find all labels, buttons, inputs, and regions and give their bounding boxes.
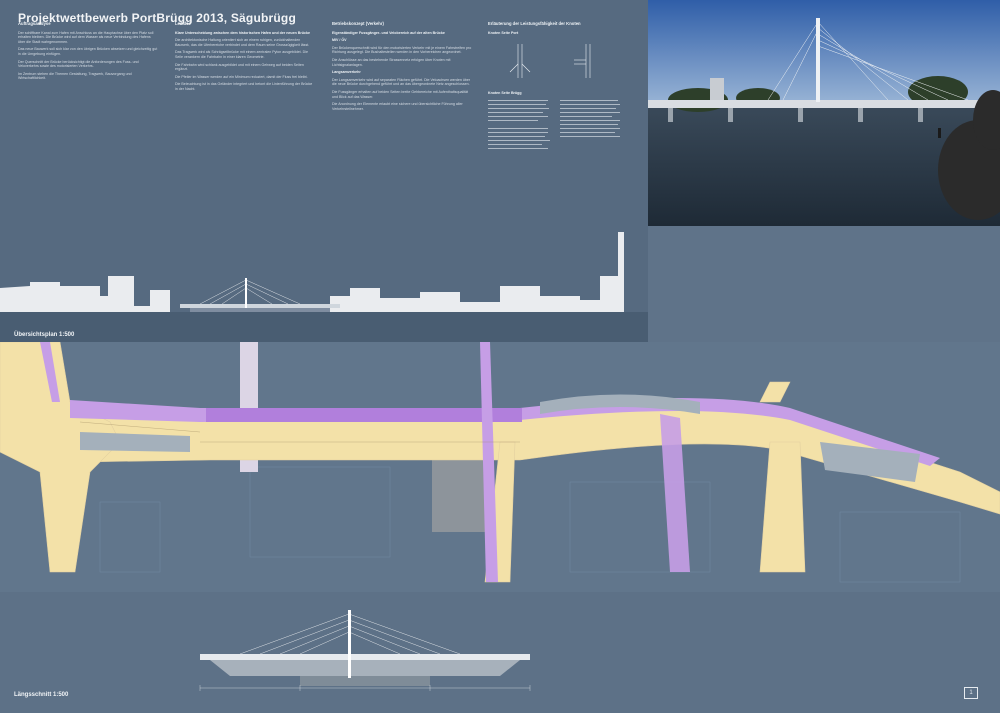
poster-title: Projektwettbewerb PortBrügg 2013, Sägubr…: [18, 11, 296, 25]
column-paragraph: Knoten Seite Brügg: [488, 90, 522, 95]
elevation-view: Übersichtsplan 1:500: [0, 226, 648, 342]
column-heading: Auftragsanalyse: [18, 21, 51, 26]
column-subheading: Klare Unterscheidung zwischen dem histor…: [175, 30, 310, 35]
column-paragraph: Der Brückenquerschnitt wird für den moto…: [332, 45, 472, 55]
longitudinal-section: Längsschnitt 1:500: [0, 592, 1000, 708]
road-left-approach: [0, 341, 121, 573]
column-betriebskonzept: Betriebskonzept (Verkehr) Eigenständiger…: [332, 21, 472, 114]
laengsschnitt-label: Längsschnitt 1:500: [14, 692, 69, 698]
page-number: 1: [964, 687, 978, 699]
road-right-top: [759, 381, 791, 403]
column-paragraph: Die Fahrbahn wird schlank ausgebildet un…: [175, 62, 304, 72]
column-paragraph: Das neue Bauwerk soll sich klar von den …: [18, 47, 158, 56]
column-paragraph: Der Querschnitt der Brücke berücksichtig…: [18, 59, 139, 69]
knoten-text-lines: [488, 100, 620, 150]
column-paragraph: Die Beleuchtung ist in das Geländer inte…: [175, 82, 313, 91]
site-plan: [0, 341, 1000, 592]
column-paragraph: Knoten Seite Port: [488, 30, 519, 35]
junction-diagrams: [509, 44, 591, 79]
column-heading: Erläuterung der Leistungsfähigkeit der K…: [488, 21, 581, 26]
bridge-section-drawing: [199, 610, 531, 691]
bike-lane-left: [40, 342, 60, 402]
column-heading: Leitidee: [175, 21, 191, 26]
column-paragraph: Im Zentrum stehen die Themen Gestaltung,…: [18, 71, 132, 81]
column-leitidee: Leitidee Klare Unterscheidung zwischen d…: [175, 21, 315, 95]
column-paragraph: Die Fussgänger erhalten auf beiden Seite…: [332, 89, 469, 99]
column-auftragsanalyse: Auftragsanalyse Der schiffbare Kanal zum…: [18, 21, 158, 84]
column-paragraph: Die Pfeiler im Wasser werden auf ein Min…: [175, 74, 308, 79]
uebersichtsplan-label: Übersichtsplan 1:500: [14, 332, 75, 338]
bridge-photo: [648, 0, 1000, 226]
junction-diagram-port: [509, 44, 531, 79]
column-paragraph: Der Langsamverkehr wird auf separaten Fl…: [332, 77, 471, 87]
column-knoten: Erläuterung der Leistungsfähigkeit der K…: [488, 21, 638, 160]
column-paragraph: Die Anordnung der Elemente erlaubt eine …: [332, 102, 463, 111]
road-right-approach-2: [759, 441, 806, 573]
column-paragraph: MIV / ÖV: [332, 38, 347, 43]
junction-diagram-brugg: [574, 44, 591, 79]
column-paragraph: Der schiffbare Kanal zum Hafen mit Ansch…: [18, 30, 154, 44]
column-paragraph: Langsamverkehr: [332, 70, 361, 75]
bridge-elevation: [180, 278, 340, 312]
column-heading: Betriebskonzept (Verkehr): [332, 21, 384, 26]
column-paragraph: Das Tragwerk wird als Schrägseilbrücke m…: [175, 50, 309, 59]
column-paragraph: Die architektonische Haltung orientiert …: [175, 38, 310, 47]
column-subheading: Eigenständiger Fussgänger- und Veloberei…: [332, 30, 445, 35]
column-paragraph: Die Anschlüsse an das bestehende Strasse…: [332, 57, 451, 67]
